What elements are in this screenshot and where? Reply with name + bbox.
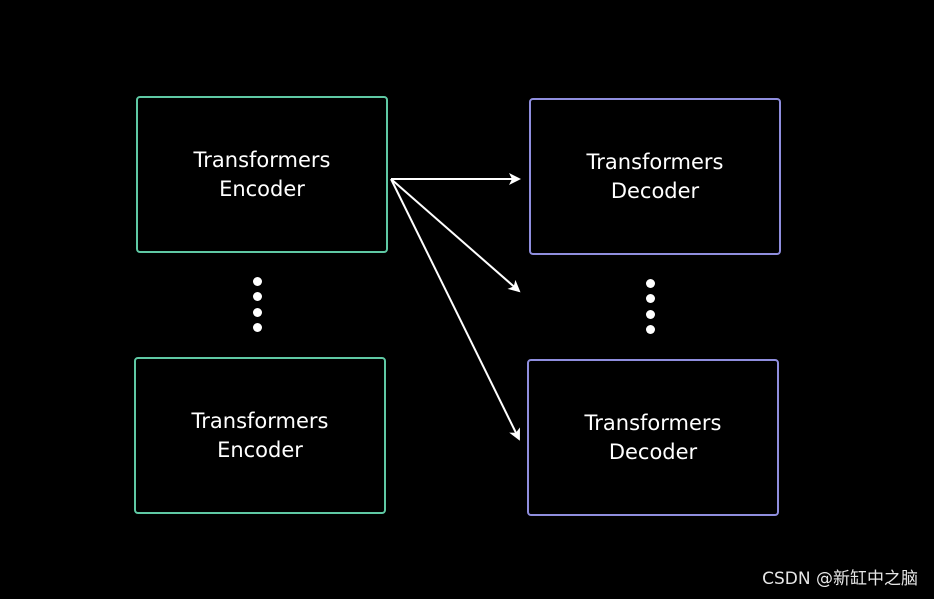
decoder-1-line2: Decoder bbox=[610, 178, 700, 203]
ellipsis-dot bbox=[253, 307, 262, 317]
watermark: CSDN @新缸中之脑 bbox=[762, 569, 918, 589]
encoder-box-2: Transformers Encoder bbox=[134, 357, 386, 514]
decoder-2-line1: Transformers bbox=[584, 410, 722, 435]
decoder-ellipsis bbox=[646, 279, 656, 334]
decoder-box-1: Transformers Decoder bbox=[529, 98, 781, 255]
ellipsis-dot bbox=[253, 322, 262, 332]
ellipsis-dot bbox=[253, 277, 262, 286]
ellipsis-dot bbox=[646, 279, 655, 288]
decoder-1-line1: Transformers bbox=[586, 149, 724, 174]
decoder-2-line2: Decoder bbox=[608, 439, 698, 464]
encoder-box-1: Transformers Encoder bbox=[136, 96, 388, 253]
arrow-to-decoder-2 bbox=[390, 178, 520, 441]
encoder-2-line2: Encoder bbox=[217, 437, 303, 462]
ellipsis-dot bbox=[646, 324, 655, 334]
encoder-1-line1: Transformers bbox=[193, 147, 331, 172]
ellipsis-dot bbox=[253, 292, 262, 302]
encoder-1-line2: Encoder bbox=[219, 176, 305, 201]
encoder-2-line1: Transformers bbox=[191, 408, 329, 433]
ellipsis-dot bbox=[646, 309, 655, 319]
ellipsis-dot bbox=[646, 294, 655, 304]
arrow-to-ellipsis bbox=[390, 178, 521, 293]
encoder-ellipsis bbox=[253, 277, 263, 332]
decoder-box-2: Transformers Decoder bbox=[527, 359, 779, 516]
